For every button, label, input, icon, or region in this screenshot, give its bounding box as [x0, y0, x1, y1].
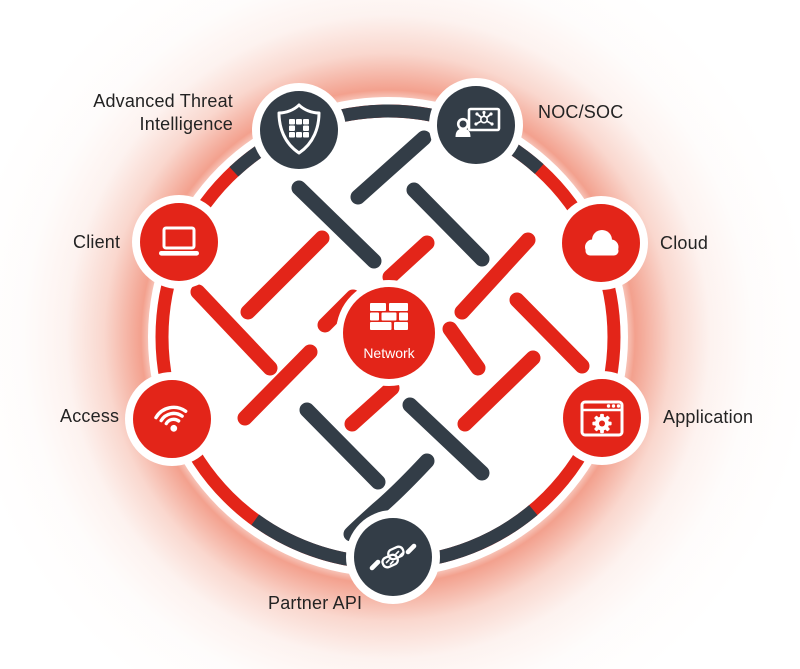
- node-advanced-threat-intelligence: [260, 91, 338, 169]
- label-client: Client: [73, 232, 121, 252]
- wifi-icon: [154, 405, 188, 432]
- node-cloud: [562, 204, 640, 282]
- weave-dash-red-7: [454, 232, 536, 320]
- node-application: [563, 379, 641, 457]
- weave-dash-red-8: [509, 292, 590, 374]
- handshake-icon: [369, 543, 417, 571]
- node-network-center: Network: [343, 287, 435, 379]
- label-access: Access: [60, 406, 120, 426]
- weave-dash-dark-4: [299, 402, 386, 490]
- weave-dash-dark-3: [406, 182, 490, 267]
- label-line: Advanced Threat: [93, 91, 233, 111]
- weave-dash-red-3: [237, 344, 318, 426]
- label-cloud: Cloud: [660, 233, 709, 253]
- weave-dash-red-5: [382, 235, 435, 285]
- label-noc-soc: NOC/SOC: [538, 102, 624, 122]
- weave-dash-dark-2: [350, 130, 432, 205]
- label-application: Application: [663, 407, 754, 427]
- laptop-icon: [159, 226, 199, 256]
- weave-dash-dark-5: [402, 397, 490, 481]
- weave-dash-red-9: [442, 321, 486, 376]
- app-window-gear-icon: [580, 400, 624, 437]
- label-partner-api: Partner API: [268, 593, 363, 613]
- network-node-label: Network: [363, 345, 415, 361]
- weave-dash-red-1: [240, 230, 330, 320]
- node-client: [140, 203, 218, 281]
- weave-dash-red-2: [190, 284, 278, 376]
- weave-dash-red-10: [457, 350, 541, 432]
- weave-dashes-red: [190, 230, 590, 432]
- gear-icon: [592, 413, 612, 434]
- weave-dash-red-6: [344, 380, 400, 432]
- label-advanced-threat-intelligence: Advanced Threat Intelligence: [33, 90, 233, 136]
- node-noc-soc: [437, 86, 515, 164]
- weave-dashes-dark: [291, 130, 490, 542]
- firewall-bricks-icon: [370, 303, 408, 330]
- node-access: [133, 380, 211, 458]
- shield-icon: [277, 103, 321, 155]
- cloud-icon: [585, 230, 619, 256]
- node-partner-api: [354, 518, 432, 596]
- analyst-monitor-icon: [455, 107, 501, 137]
- weave-dash-dark-1: [291, 180, 382, 269]
- label-line: Intelligence: [139, 114, 233, 134]
